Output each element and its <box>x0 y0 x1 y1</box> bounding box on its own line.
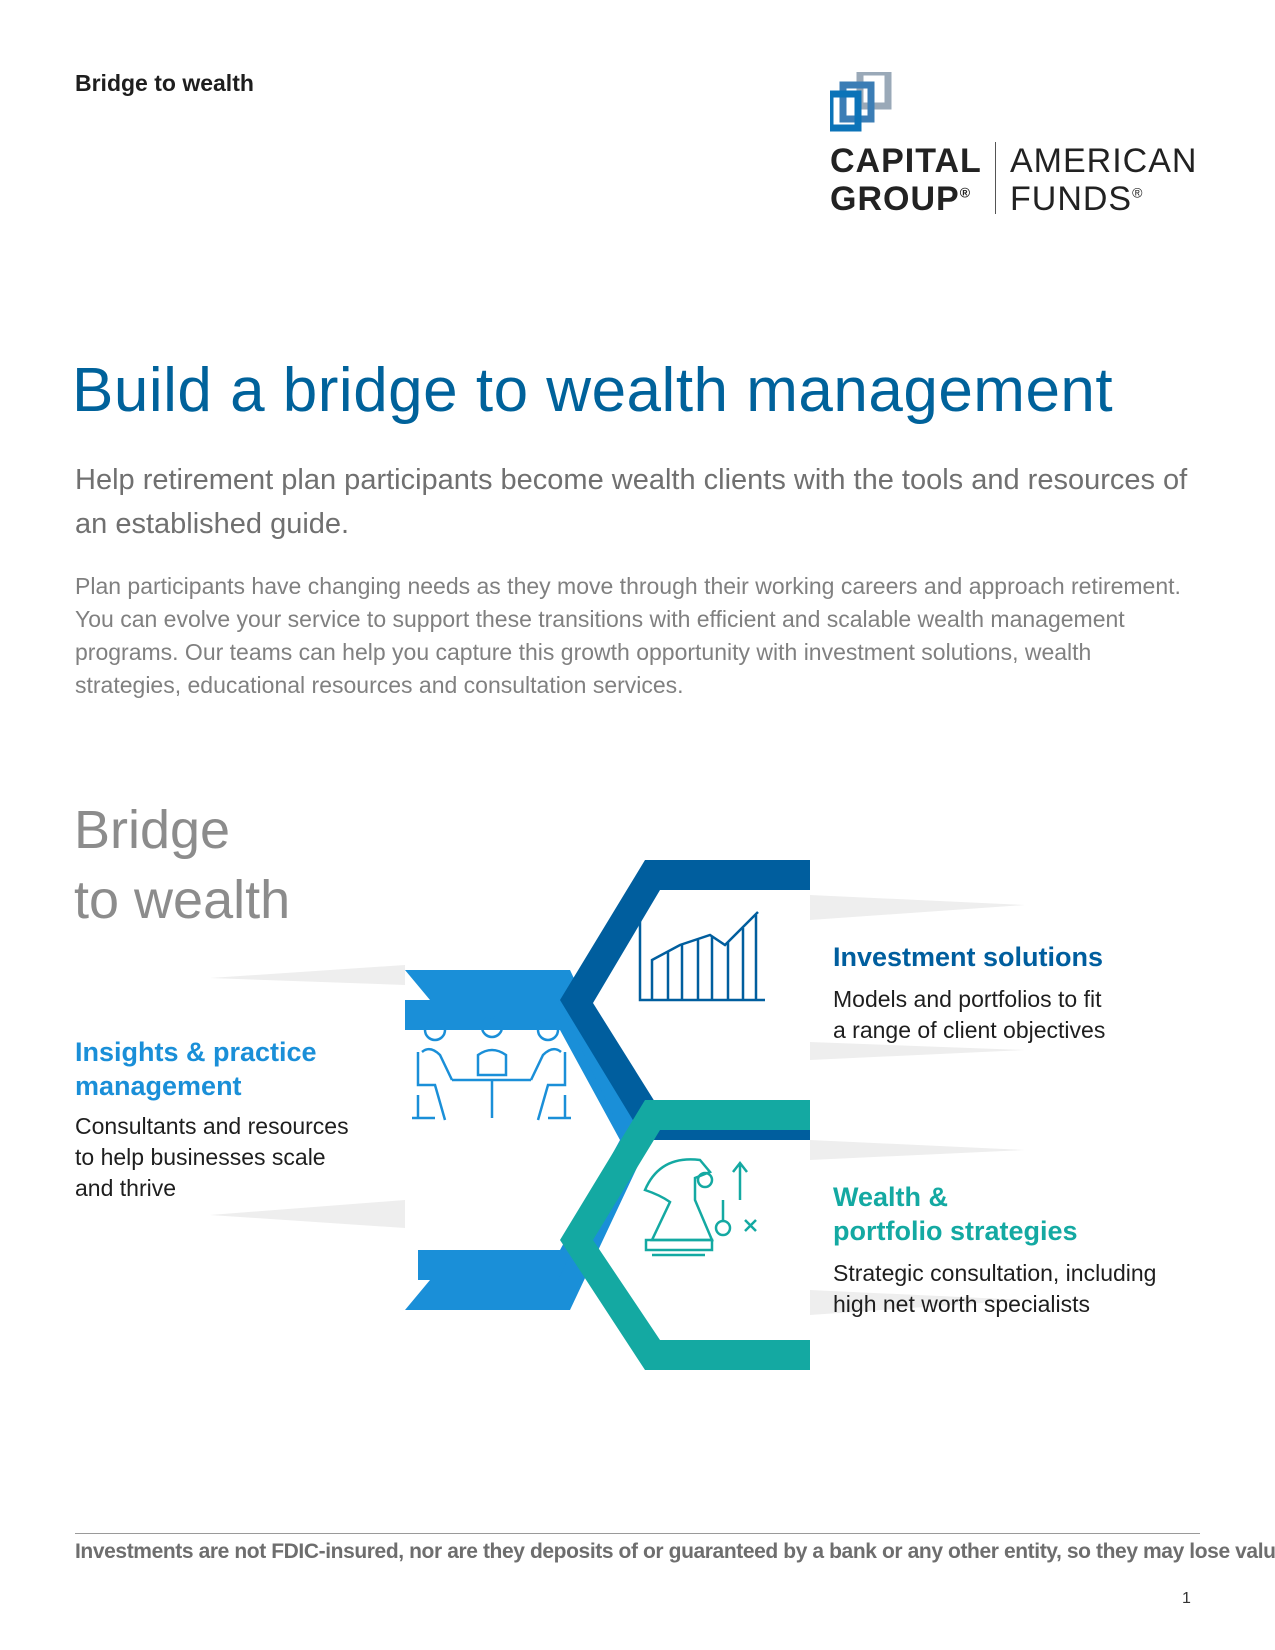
registered-mark: ® <box>1132 184 1144 201</box>
wealth-description: Strategic consultation, including high n… <box>833 1258 1213 1320</box>
wealth-title-line2: portfolio strategies <box>833 1216 1078 1246</box>
section-title-line2: to wealth <box>74 870 291 930</box>
shadow-streak <box>210 1200 405 1228</box>
shadow-streak <box>810 1042 1025 1060</box>
logo-mark-icon <box>830 72 892 132</box>
wealth-item: Wealth & portfolio strategies Strategic … <box>833 1180 1213 1320</box>
page-subtitle: Help retirement plan participants become… <box>75 464 1188 540</box>
page-title: Build a bridge to wealth management <box>72 356 1114 425</box>
meeting-people-icon <box>412 1015 571 1121</box>
insights-title-line1: Insights & practice <box>75 1037 317 1067</box>
logo-group-text: GROUP <box>830 180 960 219</box>
shadow-streak <box>810 1290 1025 1315</box>
footer-disclaimer: Investments are not FDIC-insured, nor ar… <box>75 1540 1275 1563</box>
page-number: 1 <box>1182 1590 1191 1607</box>
registered-mark: ® <box>959 184 972 201</box>
chess-knight-strategy-icon <box>643 1158 757 1257</box>
insights-desc-line1: Consultants and resources <box>75 1113 349 1139</box>
section-title: Bridge to wealth <box>74 795 290 935</box>
logo-american-text: AMERICAN <box>1010 142 1198 180</box>
logo-capital-text: CAPITAL <box>830 142 982 180</box>
wealth-title-line1: Wealth & <box>833 1182 949 1212</box>
logo-divider <box>995 142 996 214</box>
bridge-hexagon-graphic <box>210 860 1025 1370</box>
investment-desc-line1: Models and portfolios to fit <box>833 986 1102 1012</box>
investment-item: Investment solutions Models and portfoli… <box>833 940 1193 1046</box>
eyebrow-label: Bridge to wealth <box>75 70 254 96</box>
shadow-streak <box>210 965 405 985</box>
section-title-line1: Bridge <box>74 800 231 860</box>
investment-title: Investment solutions <box>833 942 1104 972</box>
wealth-desc-line1: Strategic consultation, including <box>833 1260 1157 1286</box>
wealth-desc-line2: high net worth specialists <box>833 1291 1090 1317</box>
intro-paragraph: Plan participants have changing needs as… <box>75 573 1181 698</box>
footer-divider <box>75 1533 1200 1534</box>
wealth-hexagon <box>560 1100 810 1370</box>
insights-title: Insights & practice management <box>75 1035 395 1103</box>
insights-desc-line3: and thrive <box>75 1175 177 1201</box>
investment-description: Models and portfolios to fit a range of … <box>833 984 1193 1046</box>
logo-american-funds: AMERICAN FUNDS® <box>1010 142 1197 218</box>
insights-desc-line2: to help businesses scale <box>75 1144 326 1170</box>
investment-desc-line2: a range of client objectives <box>833 1017 1106 1043</box>
insights-description: Consultants and resources to help busine… <box>75 1111 395 1204</box>
insights-item: Insights & practice management Consultan… <box>75 1035 395 1204</box>
bar-chart-icon <box>638 905 765 1002</box>
investment-hexagon <box>560 860 810 1140</box>
insights-hexagon-cap-top <box>405 1000 418 1030</box>
logo-capital-group: CAPITAL GROUP® <box>830 142 982 218</box>
logo-funds-text: FUNDS <box>1010 180 1133 219</box>
shadow-streak <box>810 895 1025 920</box>
wealth-title: Wealth & portfolio strategies <box>833 1180 1213 1248</box>
insights-title-line2: management <box>75 1071 242 1101</box>
capital-group-logo: CAPITAL GROUP® AMERICAN FUNDS® <box>820 72 1205 222</box>
shadow-streak <box>810 1140 1025 1160</box>
